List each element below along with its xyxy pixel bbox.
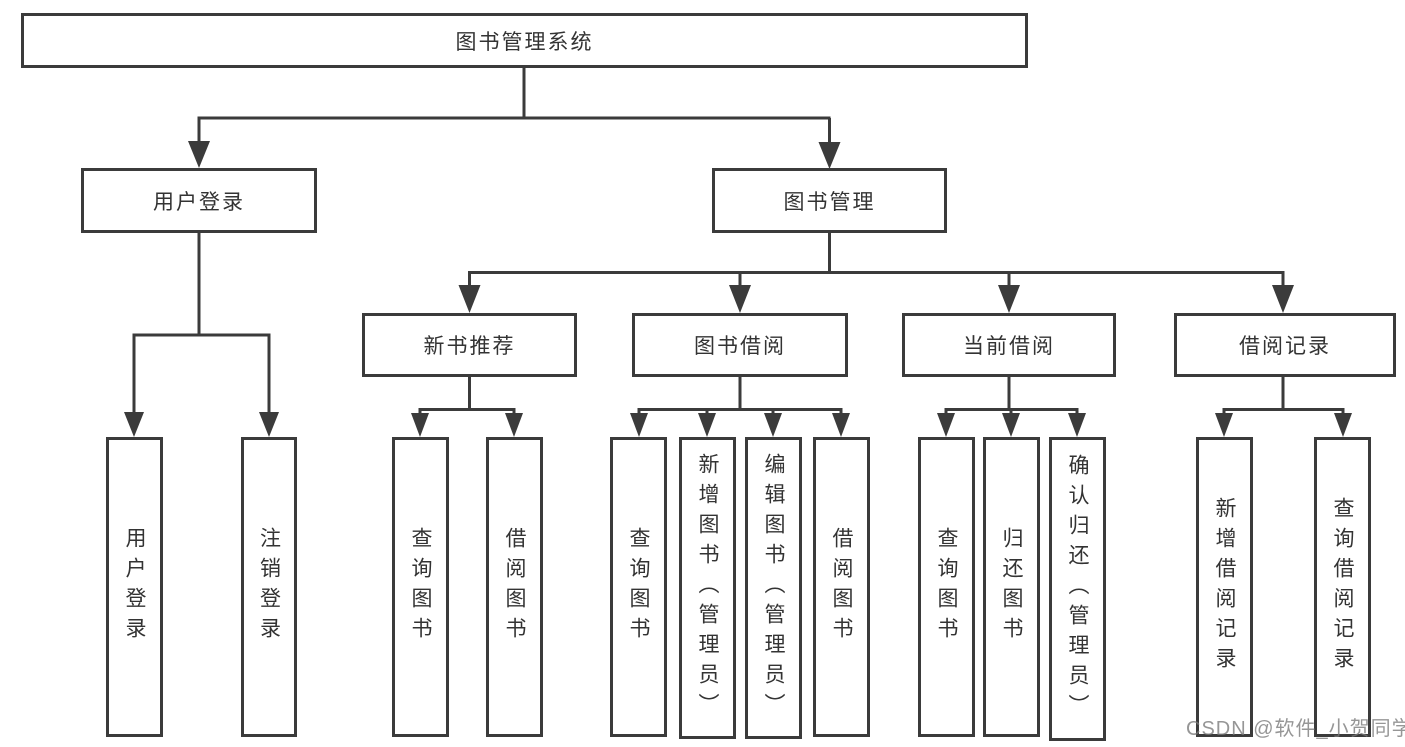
arrowhead-icon — [630, 413, 850, 437]
connector-borrowing-children — [637, 377, 843, 416]
leaf-add-borrow-record: 新增借阅记录 — [1196, 437, 1253, 737]
leaf-add-books-admin: 新增图书（管理员） — [679, 437, 736, 739]
leaf-edit-books-admin: 编辑图书（管理员） — [745, 437, 802, 739]
node-borrowing-records: 借阅记录 — [1174, 313, 1396, 377]
connector-book-management-children — [468, 233, 1285, 287]
arrowhead-icon — [188, 141, 841, 169]
connector-root-to-level2 — [197, 66, 831, 145]
node-book-borrowing: 图书借阅 — [632, 313, 848, 377]
leaf-borrow-books-borrow: 借阅图书 — [813, 437, 870, 737]
leaf-query-books-recommend: 查询图书 — [392, 437, 449, 737]
arrowhead-icon — [411, 413, 523, 437]
node-current-borrowing: 当前借阅 — [902, 313, 1116, 377]
node-book-management: 图书管理 — [712, 168, 947, 233]
connector-current-borrowing-children — [944, 377, 1079, 416]
node-library-management-system: 图书管理系统 — [21, 13, 1028, 68]
leaf-borrow-books-recommend: 借阅图书 — [486, 437, 543, 737]
leaf-query-books-current: 查询图书 — [918, 437, 975, 737]
arrowhead-icon — [458, 285, 1294, 313]
connector-user-login-children — [132, 233, 271, 414]
leaf-query-books-borrow: 查询图书 — [610, 437, 667, 737]
leaf-query-borrow-record: 查询借阅记录 — [1314, 437, 1371, 737]
connector-recommendation-children — [418, 377, 516, 416]
node-new-book-recommendation: 新书推荐 — [362, 313, 577, 377]
csdn-watermark: CSDN @软件_小贺同学 — [1186, 718, 1405, 740]
arrowhead-icon — [1215, 413, 1352, 437]
arrowhead-icon — [937, 413, 1086, 437]
connector-records-children — [1222, 377, 1345, 416]
node-user-login: 用户登录 — [81, 168, 317, 233]
leaf-user-login: 用户登录 — [106, 437, 163, 737]
arrowhead-icon — [124, 412, 279, 437]
leaf-return-books: 归还图书 — [983, 437, 1040, 737]
leaf-logout: 注销登录 — [241, 437, 297, 737]
leaf-confirm-return-admin: 确认归还（管理员） — [1049, 437, 1106, 741]
